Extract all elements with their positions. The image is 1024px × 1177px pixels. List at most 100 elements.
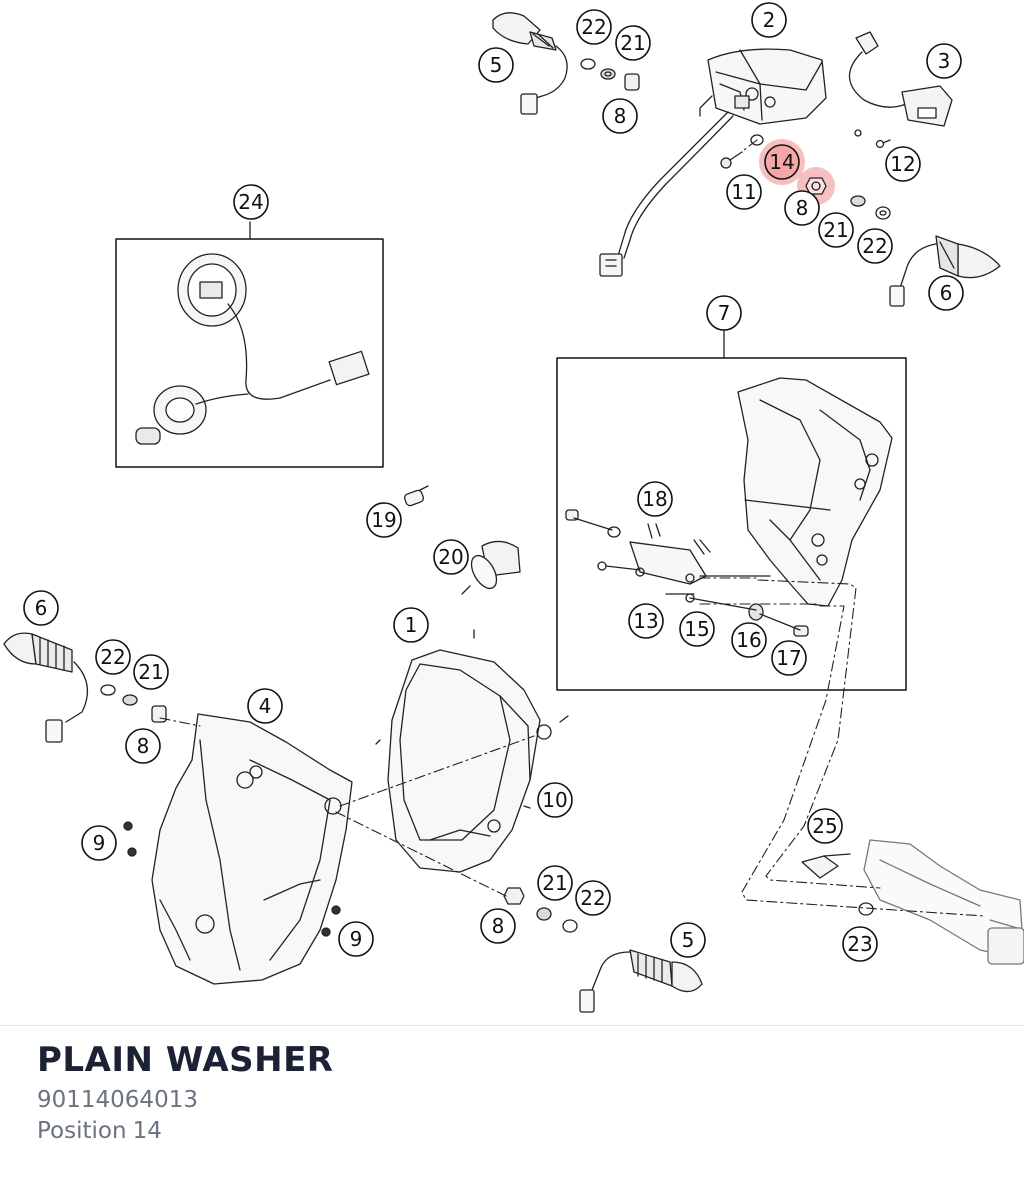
svg-text:2: 2 bbox=[763, 8, 776, 32]
callout-13[interactable]: 13 bbox=[628, 603, 664, 639]
callout-21-bottom[interactable]: 21 bbox=[537, 865, 573, 901]
callout-1[interactable]: 1 bbox=[393, 607, 429, 643]
callout-9-right[interactable]: 9 bbox=[338, 921, 374, 957]
license-plate-light-drawing bbox=[848, 31, 953, 127]
divider bbox=[0, 1025, 1024, 1026]
callout-22-right[interactable]: 22 bbox=[857, 228, 893, 264]
callout-2[interactable]: 2 bbox=[751, 2, 787, 38]
svg-text:4: 4 bbox=[259, 694, 272, 718]
callout-8-right[interactable]: 8 bbox=[784, 190, 820, 226]
callout-5-bottom[interactable]: 5 bbox=[670, 922, 706, 958]
svg-text:17: 17 bbox=[776, 646, 801, 670]
position-value: 14 bbox=[132, 1118, 162, 1144]
callout-22-top[interactable]: 22 bbox=[576, 9, 612, 45]
callout-7[interactable]: 7 bbox=[706, 295, 742, 331]
svg-text:14: 14 bbox=[769, 150, 794, 174]
svg-text:13: 13 bbox=[633, 609, 658, 633]
bracket-hardware-drawing bbox=[565, 509, 809, 637]
callout-21-top[interactable]: 21 bbox=[615, 25, 651, 61]
callout-4[interactable]: 4 bbox=[247, 688, 283, 724]
module-cable-drawing bbox=[599, 111, 734, 277]
svg-text:18: 18 bbox=[642, 487, 667, 511]
svg-text:11: 11 bbox=[731, 180, 756, 204]
svg-text:22: 22 bbox=[862, 234, 887, 258]
headlight-1-drawing bbox=[375, 629, 569, 873]
svg-text:22: 22 bbox=[100, 645, 125, 669]
svg-text:15: 15 bbox=[684, 617, 709, 641]
washer-23-drawing bbox=[858, 902, 874, 916]
screw-11-drawing bbox=[720, 151, 743, 169]
svg-text:23: 23 bbox=[847, 932, 872, 956]
callout-23[interactable]: 23 bbox=[842, 926, 878, 962]
callout-14-selected[interactable]: 14 bbox=[764, 144, 800, 180]
bulb-19-drawing bbox=[403, 485, 429, 507]
screw-12-drawing bbox=[854, 129, 891, 149]
callout-21-right[interactable]: 21 bbox=[818, 212, 854, 248]
callout-6-left[interactable]: 6 bbox=[23, 590, 59, 626]
headlight-bracket-drawing bbox=[737, 377, 893, 607]
svg-text:22: 22 bbox=[581, 15, 606, 39]
svg-text:5: 5 bbox=[490, 53, 503, 77]
turn-signal-front-left-drawing bbox=[492, 12, 568, 115]
svg-text:19: 19 bbox=[371, 508, 396, 532]
svg-text:8: 8 bbox=[492, 914, 505, 938]
assembly-lines bbox=[159, 139, 985, 917]
washer-set-right-drawing bbox=[850, 195, 891, 220]
callout-15[interactable]: 15 bbox=[679, 611, 715, 647]
callout-12[interactable]: 12 bbox=[885, 146, 921, 182]
svg-text:21: 21 bbox=[620, 31, 645, 55]
callout-8-top[interactable]: 8 bbox=[602, 98, 638, 134]
svg-text:24: 24 bbox=[238, 190, 263, 214]
svg-text:16: 16 bbox=[736, 628, 761, 652]
svg-text:10: 10 bbox=[542, 788, 567, 812]
svg-text:21: 21 bbox=[138, 660, 163, 684]
svg-text:5: 5 bbox=[682, 928, 695, 952]
turn-signal-rear-left-drawing bbox=[579, 949, 703, 1013]
washer-set-bottom-drawing bbox=[503, 887, 578, 933]
svg-text:3: 3 bbox=[938, 49, 951, 73]
headlight-mask-module-drawing bbox=[699, 48, 827, 125]
turn-signal-front-left-6-drawing bbox=[3, 632, 89, 743]
svg-text:8: 8 bbox=[137, 734, 150, 758]
callout-3[interactable]: 3 bbox=[926, 43, 962, 79]
callout-5-top[interactable]: 5 bbox=[478, 47, 514, 83]
headlight-mask-4-drawing bbox=[151, 713, 353, 985]
callout-17[interactable]: 17 bbox=[771, 640, 807, 676]
callout-8-left[interactable]: 8 bbox=[125, 728, 161, 764]
callout-11[interactable]: 11 bbox=[726, 174, 762, 210]
callout-9-left[interactable]: 9 bbox=[81, 825, 117, 861]
callout-21-left[interactable]: 21 bbox=[133, 654, 169, 690]
position-label: Position bbox=[37, 1118, 127, 1144]
svg-text:1: 1 bbox=[405, 613, 418, 637]
callout-8-bottom[interactable]: 8 bbox=[480, 908, 516, 944]
callout-18[interactable]: 18 bbox=[637, 481, 673, 517]
svg-text:22: 22 bbox=[580, 886, 605, 910]
callout-20[interactable]: 20 bbox=[433, 539, 469, 575]
callout-22-left[interactable]: 22 bbox=[95, 639, 131, 675]
group-box-7 bbox=[556, 357, 907, 691]
connector-25-drawing bbox=[801, 853, 851, 879]
svg-text:9: 9 bbox=[93, 831, 106, 855]
svg-text:21: 21 bbox=[823, 218, 848, 242]
handlebar-cluster-drawing bbox=[863, 839, 1024, 965]
svg-text:6: 6 bbox=[35, 596, 48, 620]
washer-set-left-drawing bbox=[100, 684, 167, 723]
callout-24[interactable]: 24 bbox=[233, 184, 269, 220]
callout-19[interactable]: 19 bbox=[366, 502, 402, 538]
callout-6-right[interactable]: 6 bbox=[928, 275, 964, 311]
callout-16[interactable]: 16 bbox=[731, 622, 767, 658]
part-number: 90114064013 bbox=[37, 1087, 198, 1113]
washer-set-top-drawing bbox=[580, 58, 640, 91]
turn-signal-rear-right-drawing bbox=[889, 235, 1001, 307]
callout-25[interactable]: 25 bbox=[807, 808, 843, 844]
callout-10[interactable]: 10 bbox=[537, 782, 573, 818]
svg-text:9: 9 bbox=[350, 927, 363, 951]
svg-text:25: 25 bbox=[812, 814, 837, 838]
svg-text:20: 20 bbox=[438, 545, 463, 569]
callout-22-bottom[interactable]: 22 bbox=[575, 880, 611, 916]
svg-text:12: 12 bbox=[890, 152, 915, 176]
bulb-20-drawing bbox=[461, 540, 521, 595]
svg-text:7: 7 bbox=[718, 301, 731, 325]
svg-text:21: 21 bbox=[542, 871, 567, 895]
